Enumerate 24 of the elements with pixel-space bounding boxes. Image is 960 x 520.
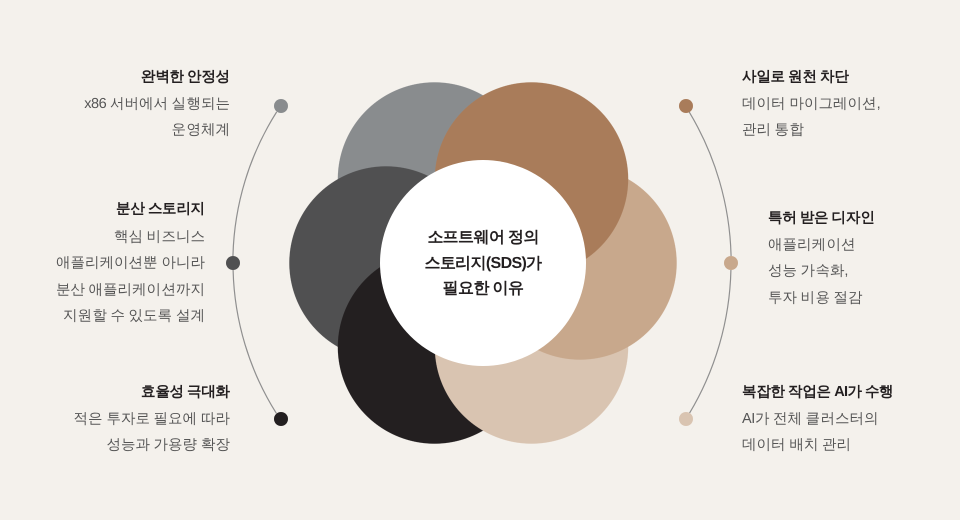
bullet-dot xyxy=(724,256,738,270)
feature-description: 핵심 비즈니스 애플리케이션뿐 아니라 분산 애플리케이션까지 지원할 수 있도록 설계 xyxy=(54,228,205,326)
curved-line xyxy=(688,112,732,256)
bullet-dot xyxy=(274,99,288,113)
bullet-dot xyxy=(274,412,288,426)
curved-line xyxy=(688,270,732,414)
bullet-dot xyxy=(226,256,240,270)
curved-line xyxy=(232,112,278,256)
feature-heading: 효율성 극대화 xyxy=(141,383,230,402)
curved-line xyxy=(232,270,277,414)
feature-heading: 완벽한 안정성 xyxy=(141,68,230,87)
bullet-dot xyxy=(678,412,692,426)
feature-description: 데이터 마이그레이션, 관리 통합 xyxy=(742,94,882,140)
feature-description: AI가 전체 클러스터의 데이터 배치 관리 xyxy=(742,410,880,456)
feature-description: 적은 투자로 필요에 따라 성능과 가용량 확장 xyxy=(72,410,230,456)
feature-heading: 특허 받은 디자인 xyxy=(768,209,875,228)
circle-title: 소프트웨어 정의 스토리지(SDS)가 필요한 이유 xyxy=(424,228,542,299)
feature-heading: 사일로 원천 차단 xyxy=(742,68,849,87)
feature-description: 애플리케이션 성능 가속화, 투자 비용 절감 xyxy=(768,236,864,308)
center-circle xyxy=(380,160,586,366)
feature-description: x86 서버에서 실행되는 운영체계 xyxy=(83,94,230,140)
feature-heading: 복잡한 작업은 AI가 수행 xyxy=(742,383,894,402)
bullet-dot xyxy=(678,99,692,113)
feature-heading: 분산 스토리지 xyxy=(116,200,205,219)
